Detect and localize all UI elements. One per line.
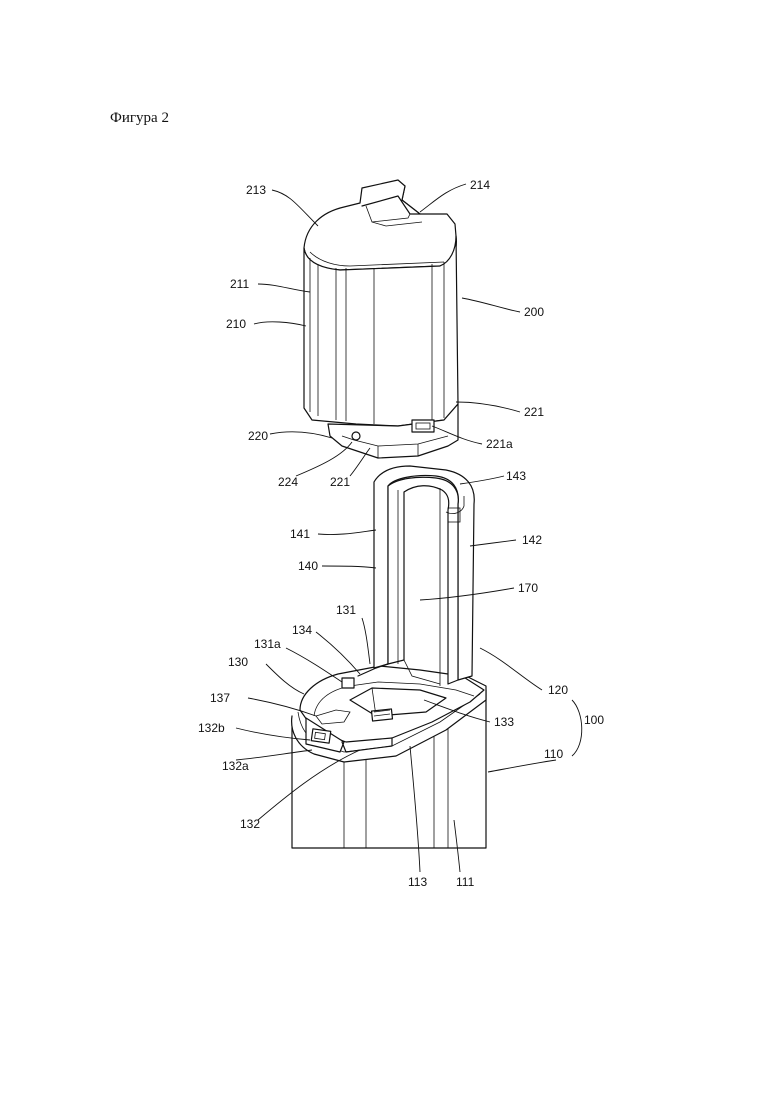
label-132a: 132a (222, 759, 249, 773)
battery-pack (304, 180, 458, 458)
label-134: 134 (292, 623, 312, 637)
label-120: 120 (548, 683, 568, 697)
label-131a: 131a (254, 637, 281, 651)
label-111: 111 (456, 875, 475, 889)
label-210: 210 (226, 317, 246, 331)
charging-dock (292, 466, 486, 848)
label-200: 200 (524, 305, 544, 319)
label-130: 130 (228, 655, 248, 669)
label-221-bottom: 221 (330, 475, 350, 489)
label-132: 132 (240, 817, 260, 831)
label-221a: 221a (486, 437, 513, 451)
label-137: 137 (210, 691, 230, 705)
label-132b: 132b (198, 721, 225, 735)
label-133: 133 (494, 715, 514, 729)
label-142: 142 (522, 533, 542, 547)
label-110: 110 (544, 747, 563, 761)
label-211: 211 (230, 277, 249, 291)
label-100: 100 (584, 713, 604, 727)
label-140: 140 (298, 559, 318, 573)
label-170: 170 (518, 581, 538, 595)
label-143: 143 (506, 469, 526, 483)
label-141: 141 (290, 527, 310, 541)
label-221-top: 221 (524, 405, 544, 419)
label-224: 224 (278, 475, 298, 489)
label-214: 214 (470, 178, 490, 192)
label-131: 131 (336, 603, 356, 617)
label-213: 213 (246, 183, 266, 197)
label-220: 220 (248, 429, 268, 443)
label-113: 113 (408, 875, 427, 889)
